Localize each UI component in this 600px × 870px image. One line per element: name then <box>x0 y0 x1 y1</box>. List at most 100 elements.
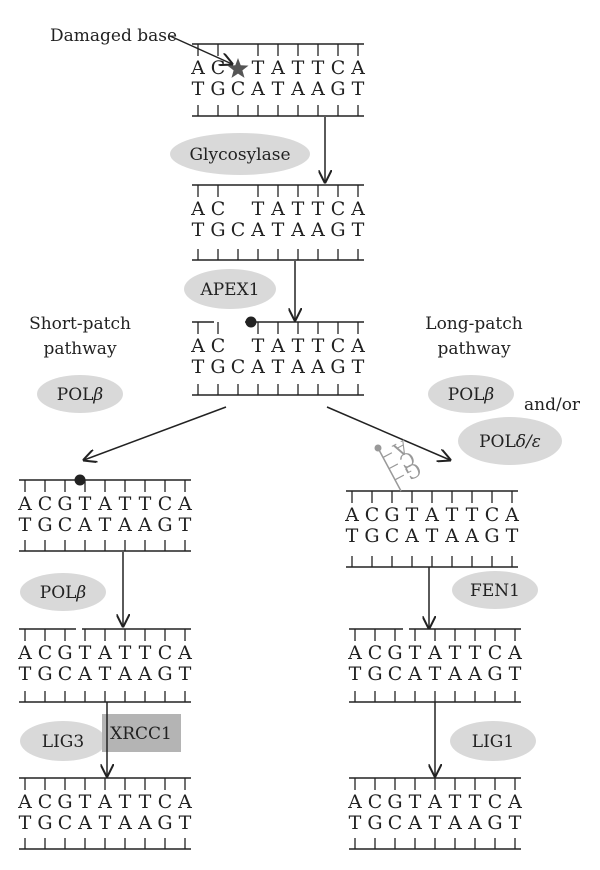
top-base: A <box>270 335 285 357</box>
bottom-base: A <box>404 525 419 547</box>
top-base: A <box>507 642 522 664</box>
bottom-base: G <box>330 219 345 241</box>
pol-beta-enzyme-1: POLβ <box>37 375 123 413</box>
bottom-base: T <box>272 356 285 378</box>
bottom-base: T <box>192 356 205 378</box>
lig3-label: LIG3 <box>42 732 84 752</box>
top-base: A <box>97 791 112 813</box>
top-base: T <box>139 493 152 515</box>
arrow-to-short-patch <box>84 406 227 460</box>
bottom-base: T <box>429 812 442 834</box>
bottom-base: A <box>290 219 305 241</box>
top-base: C <box>38 493 53 515</box>
top-base: C <box>38 642 53 664</box>
top-base: T <box>79 642 92 664</box>
top-base: C <box>331 57 346 79</box>
bottom-base: T <box>19 663 32 685</box>
top-base: A <box>427 642 442 664</box>
top-base: A <box>190 198 205 220</box>
top-base: T <box>449 642 462 664</box>
bottom-base: A <box>447 663 462 685</box>
top-base: C <box>158 791 173 813</box>
bottom-base: A <box>117 812 132 834</box>
bottom-base: A <box>250 219 265 241</box>
top-base: A <box>190 57 205 79</box>
bottom-base: G <box>210 356 225 378</box>
bottom-base: G <box>210 219 225 241</box>
top-base: C <box>485 504 500 526</box>
bottom-base: G <box>157 812 172 834</box>
top-base: T <box>292 335 305 357</box>
bottom-base: T <box>349 812 362 834</box>
pol-delta-epsilon-enzyme: POLδ/ε <box>458 417 562 465</box>
top-base: A <box>504 504 519 526</box>
top-base: C <box>331 335 346 357</box>
top-base: T <box>409 642 422 664</box>
bottom-base: T <box>272 78 285 100</box>
top-base: A <box>344 504 359 526</box>
bottom-base: T <box>509 663 522 685</box>
top-base: C <box>488 642 503 664</box>
top-base: A <box>507 791 522 813</box>
bottom-base: T <box>272 219 285 241</box>
bottom-base: C <box>58 514 73 536</box>
bottom-base: T <box>509 812 522 834</box>
bottom-base: C <box>231 356 246 378</box>
bottom-base: A <box>467 663 482 685</box>
pol-beta-enzyme-3: POLβ <box>20 573 106 611</box>
top-base: A <box>350 335 365 357</box>
damaged-base-star-icon <box>227 58 249 78</box>
top-base: A <box>270 198 285 220</box>
bottom-base: T <box>352 78 365 100</box>
top-base: C <box>211 57 226 79</box>
long-patch-label-2: pathway <box>437 339 510 359</box>
bottom-base: T <box>99 812 112 834</box>
bottom-base: G <box>367 812 382 834</box>
bottom-base: G <box>330 356 345 378</box>
bottom-base: A <box>447 812 462 834</box>
top-base: A <box>347 791 362 813</box>
top-base: G <box>57 791 72 813</box>
top-base: C <box>331 198 346 220</box>
bottom-base: T <box>429 663 442 685</box>
bottom-base: G <box>37 663 52 685</box>
lig1-label: LIG1 <box>472 732 514 752</box>
bottom-base: T <box>352 219 365 241</box>
top-base: T <box>409 791 422 813</box>
and-or-label: and/or <box>524 395 581 415</box>
bottom-base: C <box>385 525 400 547</box>
bottom-base: G <box>364 525 379 547</box>
phosphate-dot <box>245 316 257 328</box>
apex1-enzyme: APEX1 <box>184 269 276 309</box>
top-base: C <box>368 642 383 664</box>
bottom-base: A <box>117 663 132 685</box>
top-base: C <box>158 493 173 515</box>
bottom-base: G <box>330 78 345 100</box>
bottom-base: A <box>310 78 325 100</box>
arrow-to-long-patch <box>326 406 450 460</box>
top-base: T <box>252 198 265 220</box>
bottom-base: T <box>506 525 519 547</box>
top-base: T <box>466 504 479 526</box>
bottom-base: G <box>157 514 172 536</box>
top-base: T <box>312 198 325 220</box>
flap-end-dot <box>374 444 382 452</box>
top-base: A <box>350 57 365 79</box>
top-base: C <box>211 335 226 357</box>
displaced-flap: ACG <box>374 435 425 492</box>
bottom-base: T <box>99 663 112 685</box>
bottom-base: A <box>77 663 92 685</box>
top-base: C <box>158 642 173 664</box>
top-base: T <box>119 493 132 515</box>
bottom-base: G <box>37 514 52 536</box>
top-base: A <box>177 642 192 664</box>
bottom-base: T <box>192 219 205 241</box>
top-base: A <box>270 57 285 79</box>
top-base: A <box>17 493 32 515</box>
top-base: A <box>424 504 439 526</box>
bottom-base: T <box>346 525 359 547</box>
